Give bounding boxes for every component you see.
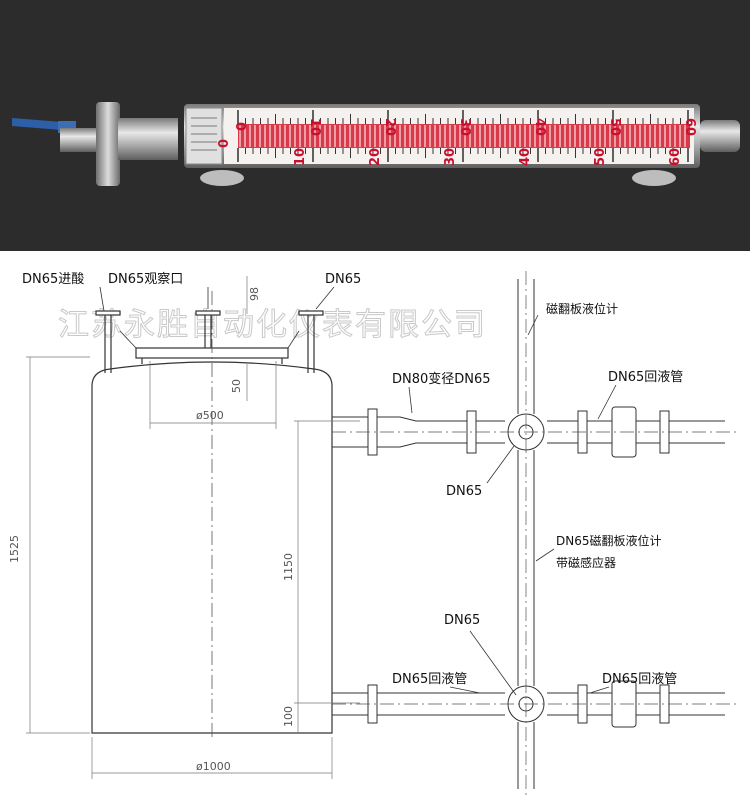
scale-label: 0 <box>217 139 232 148</box>
scale-label: 40 <box>532 118 547 136</box>
scale-label: 40 <box>518 148 533 166</box>
label-gauge-spec-line1: DN65磁翻板液位计 <box>556 533 662 548</box>
nozzle-observation <box>195 310 221 348</box>
watermark: 江苏永胜自动化仪表有限公司 <box>58 307 487 343</box>
scale-ticks <box>237 110 689 162</box>
dim-tank-dia: ø1000 <box>196 760 231 773</box>
scale-label: 30 <box>443 148 458 166</box>
flap-lines <box>239 125 686 147</box>
scale-label: 60 <box>668 148 683 166</box>
label-return-pipe-upper: DN65回液管 <box>608 370 683 385</box>
level-gauge-column <box>517 279 535 789</box>
label-gauge-title: 磁翻板液位计 <box>546 301 618 316</box>
label-top-right-port: DN65 <box>325 272 361 287</box>
installation-drawing: 江苏永胜自动化仪表有限公司 <box>0 251 750 802</box>
reducer-pipe <box>377 416 467 448</box>
dim-nozzle-height: 98 <box>248 287 261 301</box>
dim-head-height: 50 <box>230 379 243 393</box>
mount-foot-right <box>632 170 676 186</box>
scale-label: 50 <box>607 118 622 136</box>
mount-foot-left <box>200 170 244 186</box>
nozzle-left <box>95 310 121 373</box>
tank-body <box>91 361 333 734</box>
scale-label: 10 <box>293 148 308 166</box>
dim-manhole-dia: ø500 <box>196 409 224 422</box>
magnetic-level-gauge-photo: 0 10 20 30 40 50 60 0 10 20 30 40 50 60 <box>12 102 740 186</box>
flange-lower-3 <box>659 684 670 724</box>
scale-label: 50 <box>593 148 608 166</box>
label-observation-port: DN65观察口 <box>108 272 183 287</box>
label-dn65-upper: DN65 <box>446 484 482 499</box>
label-dn65-lower: DN65 <box>444 613 480 628</box>
product-photo-panel: 0 10 20 30 40 50 60 0 10 20 30 40 50 60 <box>0 0 750 251</box>
label-return-pipe-lower-right: DN65回液管 <box>602 672 677 687</box>
nozzle-right <box>298 310 324 373</box>
dim-total-height: 1525 <box>8 535 21 563</box>
installation-drawing-svg: 江苏永胜自动化仪表有限公司 <box>8 271 736 796</box>
scale-label: 20 <box>382 118 397 136</box>
valve-body <box>60 128 100 152</box>
scale-label: 30 <box>457 118 472 136</box>
label-reducer: DN80变径DN65 <box>392 371 491 387</box>
nameplate-text <box>191 117 217 151</box>
scale-label: 10 <box>307 118 322 136</box>
dim-bottom-offset: 100 <box>282 706 295 727</box>
end-cap <box>700 120 740 152</box>
label-return-pipe-lower-left: DN65回液管 <box>392 672 467 687</box>
scale-label: 20 <box>368 148 383 166</box>
label-gauge-spec-line2: 带磁感应器 <box>556 555 616 570</box>
flange <box>96 102 120 186</box>
flange-upper-4 <box>659 410 670 454</box>
scale-label: 60 <box>682 118 697 136</box>
leader-lines <box>99 286 617 696</box>
connection-pipe <box>118 118 178 160</box>
scale-labels-bottom: 0 10 20 30 40 50 60 <box>217 139 683 166</box>
scale-label: 0 <box>232 122 247 131</box>
dim-center-distance: 1150 <box>282 553 295 581</box>
nameplate <box>185 107 223 165</box>
label-acid-inlet: DN65进酸 <box>22 272 84 287</box>
scale-labels-top: 0 10 20 30 40 50 60 <box>232 118 697 136</box>
dimension-lines <box>26 276 360 779</box>
